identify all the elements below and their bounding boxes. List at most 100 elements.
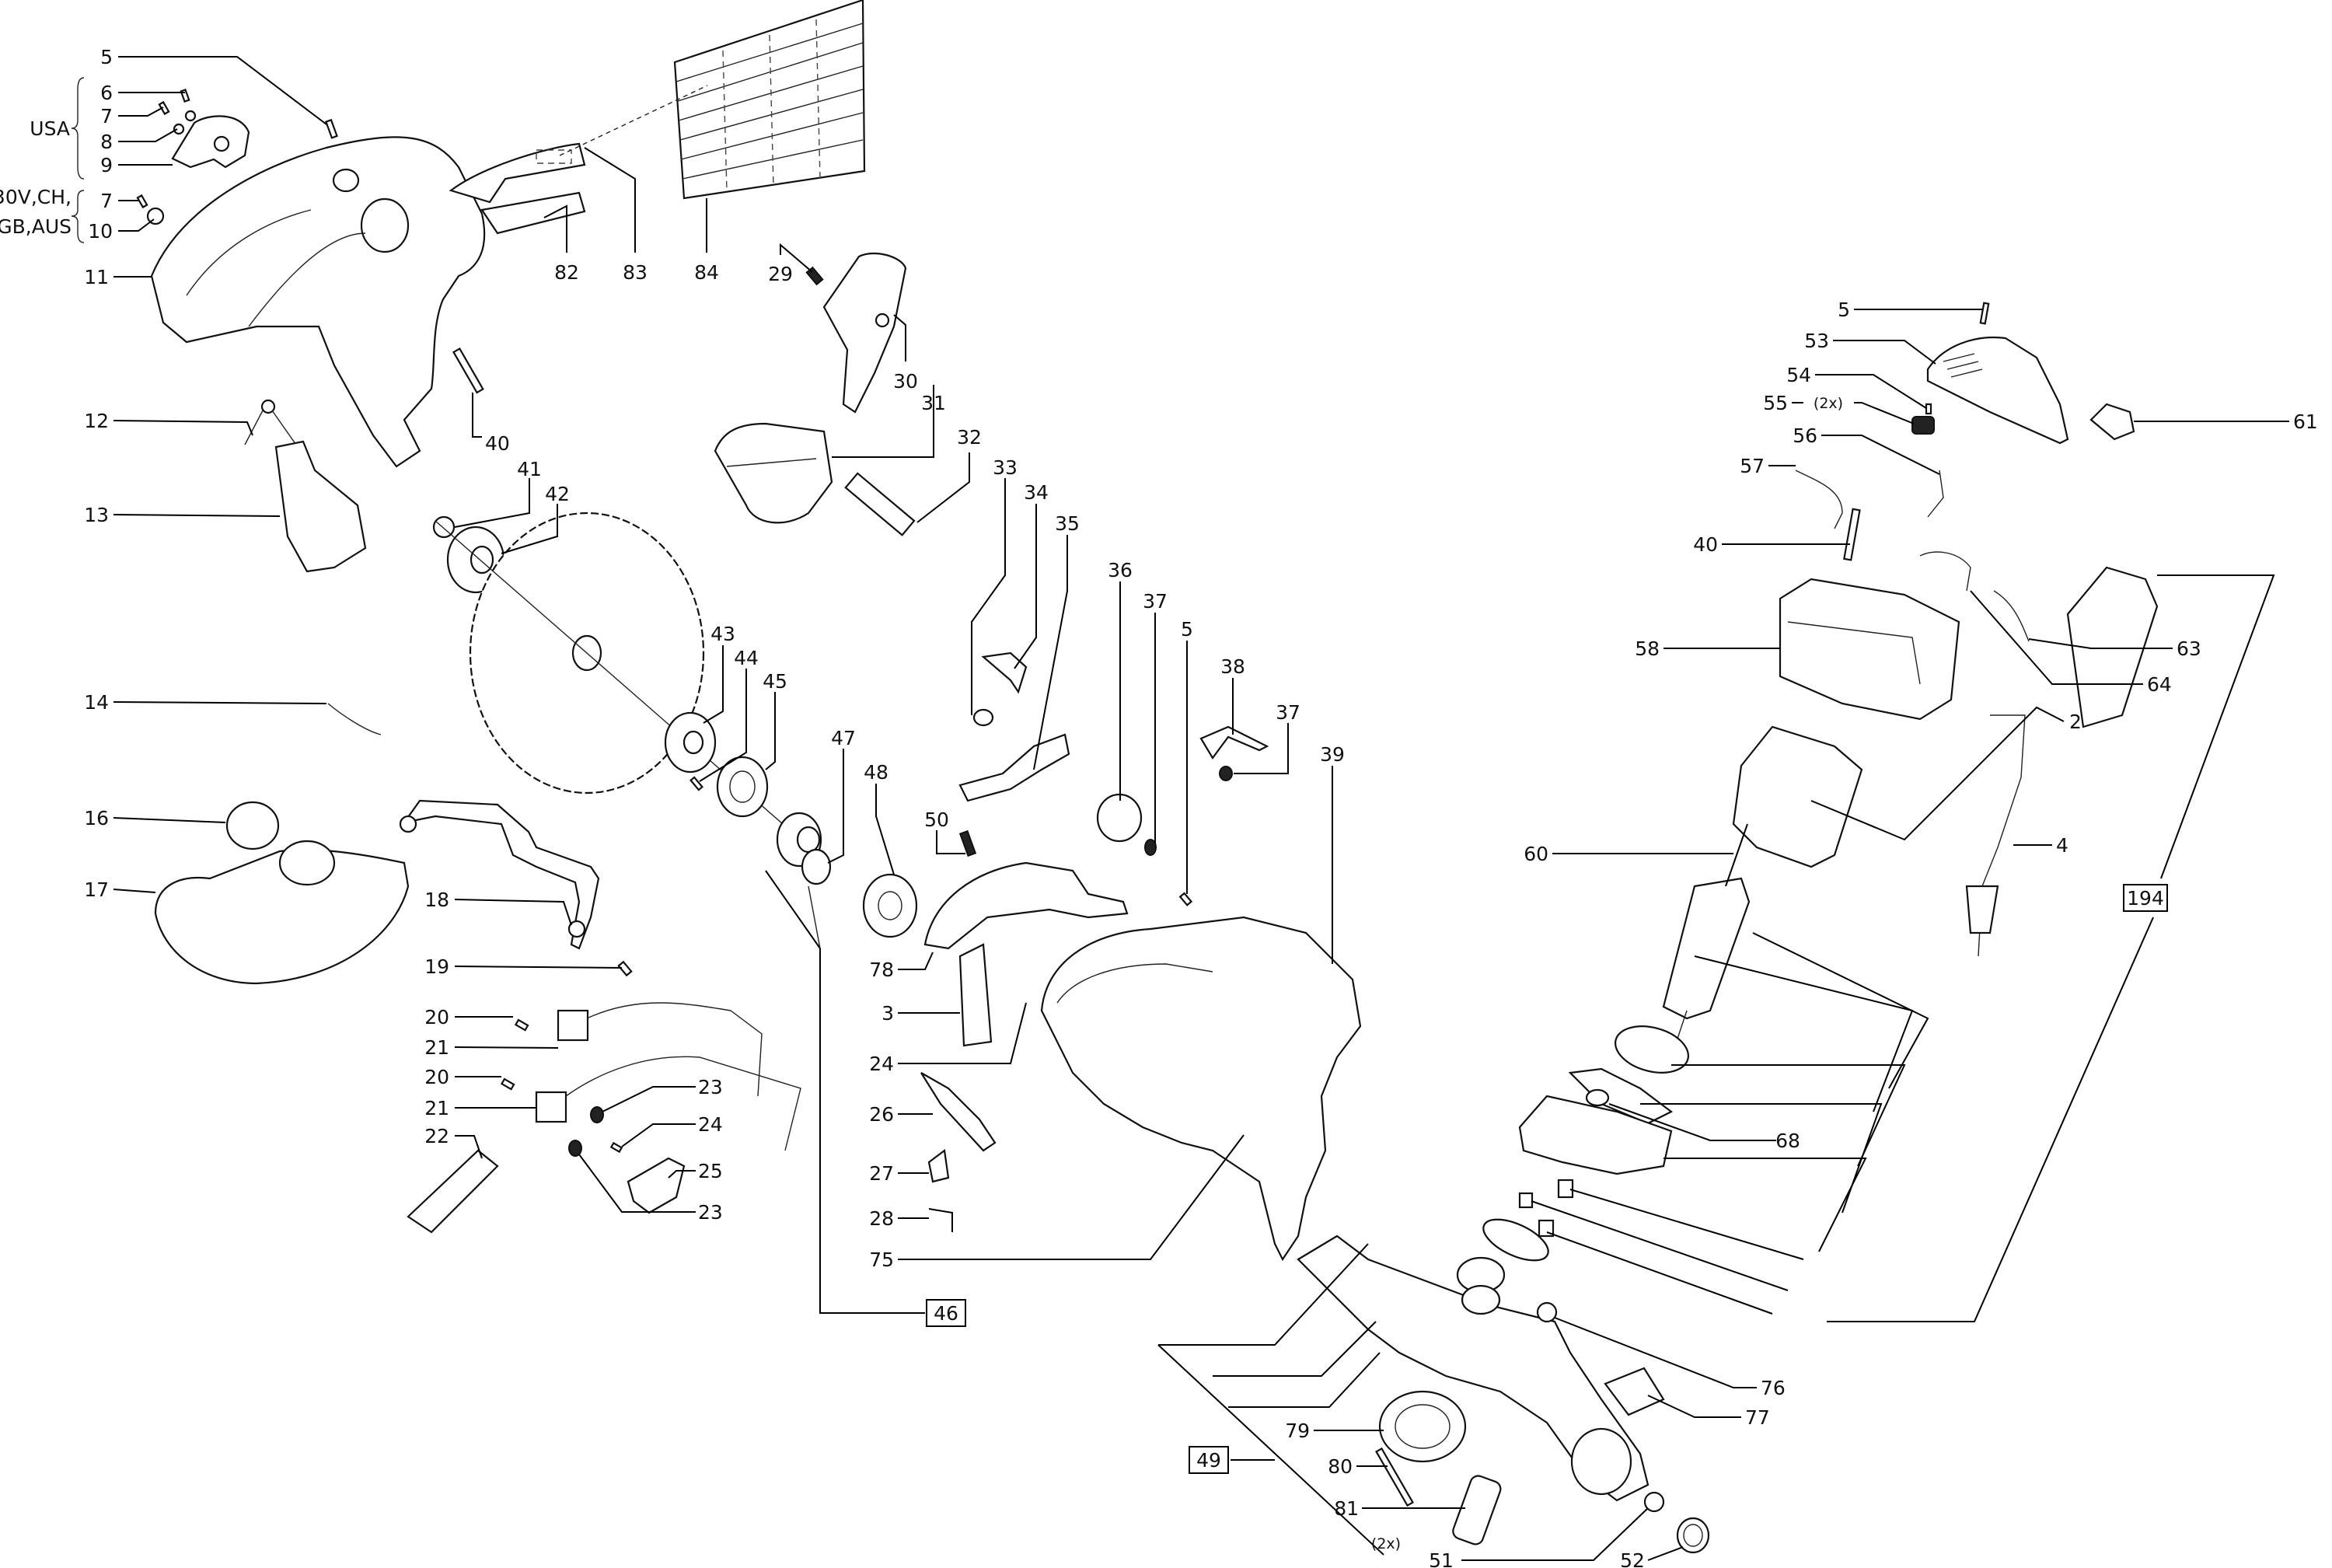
part-gear-cover (1518, 1095, 1673, 1175)
callout-9: 9 (100, 154, 113, 176)
part-washer-52 (1676, 1517, 1710, 1554)
part-gear-shaft (1456, 1256, 1506, 1315)
group-label-region-1: 230V,CH, (0, 186, 72, 208)
callout-24: 24 (869, 1053, 894, 1075)
callout-55: 55 (1763, 392, 1788, 414)
part-screw-44 (689, 776, 703, 791)
callout-8: 8 (100, 131, 113, 153)
callout-37: 37 (1143, 590, 1168, 613)
part-spring-50 (958, 829, 977, 857)
callout-52: 52 (1620, 1549, 1645, 1568)
callout-29: 29 (768, 263, 793, 285)
part-switch-housing-58 (1779, 578, 1960, 721)
part-brush-cap-55 (1911, 416, 1935, 435)
callout-34: 34 (1024, 481, 1049, 504)
part-upper-blade-guard (150, 136, 486, 468)
part-armature (1662, 877, 1751, 1058)
callout-76: 76 (1761, 1377, 1786, 1399)
callout-46: 46 (934, 1302, 958, 1325)
callout-47: 47 (831, 727, 856, 749)
callout-17: 17 (84, 878, 109, 901)
part-bolt-40 (452, 347, 484, 394)
part-rod-60 (1725, 823, 1748, 887)
callout-48: 48 (864, 761, 888, 784)
callout-45: 45 (763, 670, 787, 693)
part-lever-38 (1199, 725, 1269, 760)
callout-18: 18 (424, 889, 449, 911)
callout-84: 84 (694, 261, 719, 284)
part-lever-26 (920, 1072, 997, 1152)
callout-26: 26 (869, 1103, 894, 1126)
quantity-note-55: (2x) (1814, 395, 1843, 412)
callout-64: 64 (2147, 673, 2172, 696)
part-bracket-25 (627, 1157, 686, 1214)
callout-54: 54 (1786, 364, 1811, 386)
callout-50: 50 (924, 808, 949, 831)
part-fan (1614, 1025, 1690, 1074)
part-o-ring-large (1482, 1218, 1549, 1262)
part-motor-cover-53 (1926, 337, 2069, 445)
callout-32: 32 (957, 426, 982, 449)
group-label-region-2: GB,AUS (0, 215, 72, 238)
part-gear-81 (1452, 1475, 1502, 1545)
part-screw-24 (609, 1141, 623, 1154)
callout-11: 11 (84, 266, 109, 288)
callout-82: 82 (554, 261, 579, 284)
part-screw-5 (1178, 892, 1193, 906)
part-power-cord-4 (1965, 714, 2026, 957)
callout-42: 42 (545, 483, 570, 505)
part-clip-77 (1604, 1367, 1665, 1416)
callout-20: 20 (424, 1006, 449, 1028)
callout-39: 39 (1320, 743, 1345, 766)
callout-68: 68 (1775, 1130, 1800, 1152)
callout-36: 36 (1108, 559, 1133, 581)
leader-lines (71, 56, 2289, 1561)
part-screw-5-right (1979, 302, 1990, 325)
part-cover-usa (171, 115, 250, 169)
callout-box-46 (926, 1299, 966, 1327)
callout-40: 40 (1693, 533, 1718, 556)
callout-33: 33 (993, 456, 1018, 479)
callout-28: 28 (869, 1207, 894, 1230)
part-bushing-51 (1643, 1491, 1665, 1513)
callout-22: 22 (424, 1125, 449, 1147)
callout-40: 40 (485, 432, 510, 455)
part-screw-54 (1925, 403, 1932, 415)
callout-194: 194 (2127, 887, 2164, 910)
callout-75: 75 (869, 1248, 894, 1271)
callout-77: 77 (1745, 1406, 1770, 1429)
part-clip-27 (927, 1149, 950, 1183)
callout-51: 51 (1429, 1549, 1454, 1568)
callout-6: 6 (100, 82, 113, 104)
callout-13: 13 (84, 504, 109, 526)
callout-box-49 (1189, 1446, 1229, 1474)
part-cable-14 (327, 703, 382, 735)
part-cutting-chart-84 (559, 0, 866, 200)
callout-79: 79 (1285, 1420, 1310, 1442)
part-flange-43 (664, 711, 717, 774)
part-bearing-68 (1585, 1088, 1610, 1107)
callout-21: 21 (424, 1097, 449, 1119)
callout-16: 16 (84, 807, 109, 829)
part-set-screws-37 (1144, 766, 1233, 856)
callout-56: 56 (1793, 424, 1817, 447)
part-gear-housing-49 (1297, 1234, 1650, 1502)
part-cable-56 (1927, 470, 1944, 518)
callout-19: 19 (424, 955, 449, 978)
callout-5: 5 (1838, 299, 1850, 321)
callout-10: 10 (88, 220, 113, 243)
callout-5: 5 (1181, 618, 1193, 641)
callout-box-194 (2123, 884, 2168, 912)
callout-43: 43 (710, 623, 735, 645)
callout-14: 14 (84, 691, 109, 714)
part-bushings (1518, 1179, 1574, 1238)
callout-7: 7 (100, 105, 113, 127)
callout-78: 78 (869, 959, 894, 981)
callout-61: 61 (2293, 410, 2318, 433)
part-bolt-40-right (1843, 508, 1861, 561)
callout-7: 7 (100, 190, 113, 212)
part-small-fasteners (136, 88, 338, 225)
part-chip-chute-31 (714, 422, 833, 524)
callout-4: 4 (2056, 834, 2068, 857)
